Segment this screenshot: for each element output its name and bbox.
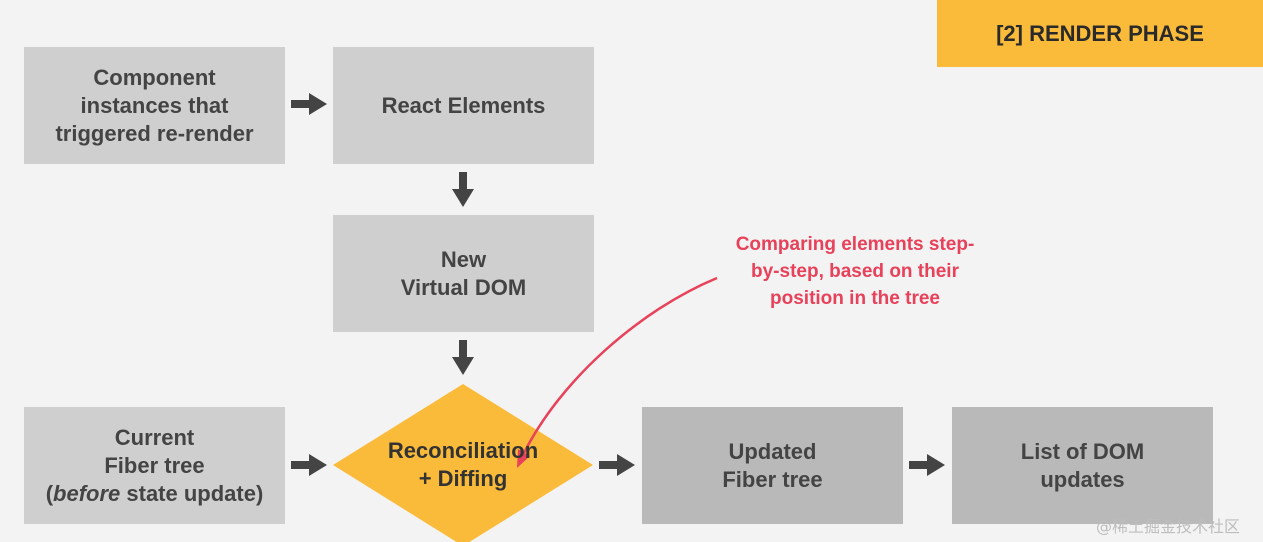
arrow-down-2: [452, 340, 474, 375]
component-instances-line-2: instances that: [80, 92, 229, 118]
annotation-arrowhead: [517, 449, 530, 468]
updated-fiber-line-1: Updated: [728, 438, 817, 464]
current-fiber-tree-box: Current Fiber tree (before state update): [24, 407, 285, 524]
dom-updates-line-1: List of DOM: [1020, 438, 1145, 464]
annotation-curve: [521, 276, 718, 456]
virtual-dom-line-1: New: [440, 246, 487, 272]
render-phase-label: [2] RENDER PHASE: [996, 20, 1204, 46]
reconciliation-line-2: + Diffing: [418, 466, 508, 491]
arrow-right-3: [599, 454, 635, 476]
virtual-dom-line-2: Virtual DOM: [400, 274, 527, 300]
paren-open: (: [45, 480, 54, 506]
before-emphasis: before: [53, 480, 121, 506]
current-fiber-line-1: Current: [114, 424, 195, 450]
updated-fiber-line-2: Fiber tree: [722, 466, 823, 492]
render-phase-badge: [2] RENDER PHASE: [937, 0, 1263, 67]
react-elements-label: React Elements: [381, 92, 546, 118]
current-fiber-line-3: (before state update): [46, 480, 264, 508]
arrow-down-1: [452, 172, 474, 207]
arrow-right-2: [291, 454, 327, 476]
component-instances-box: Component instances that triggered re-re…: [24, 47, 285, 164]
comparison-annotation: Comparing elements step- by-step, based …: [695, 231, 1015, 312]
watermark: @稀土掘金技术社区: [1096, 517, 1241, 536]
dom-updates-line-2: updates: [1040, 466, 1125, 492]
arrow-right-4: [909, 454, 945, 476]
annotation-line-1: Comparing elements step-: [735, 234, 975, 255]
virtual-dom-box: New Virtual DOM: [333, 215, 594, 332]
annotation-line-2: by-step, based on their: [751, 261, 959, 282]
current-fiber-line-2: Fiber tree: [104, 452, 205, 478]
dom-updates-box: List of DOM updates: [952, 407, 1213, 524]
react-elements-box: React Elements: [333, 47, 594, 164]
arrow-right-1: [291, 93, 327, 115]
updated-fiber-tree-box: Updated Fiber tree: [642, 407, 903, 524]
component-instances-line-3: triggered re-render: [55, 120, 254, 146]
reconciliation-line-1: Reconciliation: [387, 438, 539, 463]
reconciliation-diamond: [333, 384, 593, 542]
component-instances-line-1: Component: [93, 64, 216, 90]
state-update-text: state update): [120, 480, 264, 506]
reconciliation-label: Reconciliation + Diffing: [358, 437, 568, 493]
annotation-line-3: position in the tree: [770, 288, 940, 309]
